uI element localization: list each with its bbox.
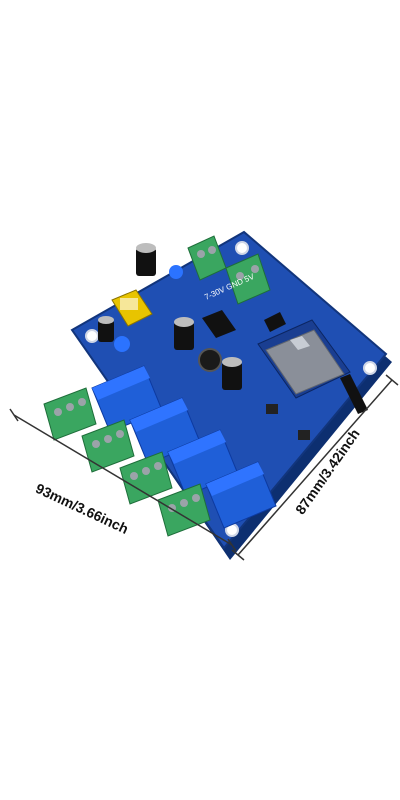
power-terminal-block [225,253,271,305]
pin-header [340,374,368,414]
transformer [111,289,153,327]
mounting-hole [235,241,249,255]
relay-terminal-block [157,483,211,537]
electrolytic-capacitor [174,317,194,350]
electrolytic-capacitor [136,243,156,276]
power-terminal-block [187,235,227,281]
width-dimension-line [9,408,237,552]
regulator-chip [202,310,236,338]
esp32-module [257,319,351,399]
blue-capacitor [114,336,130,352]
depth-dimension-line [231,374,399,561]
relay-terminal-block [43,387,97,441]
inductor [198,348,222,372]
relay-terminal-block [81,419,135,473]
relay [205,461,277,529]
blue-capacitor [169,265,183,279]
electrolytic-capacitor [98,316,114,342]
mounting-hole [363,361,377,375]
push-button [298,430,310,440]
electrolytic-capacitor [222,357,242,390]
relay-terminal-block [119,451,173,505]
mounting-hole [85,329,99,343]
pin-header [264,312,286,332]
push-button [266,404,278,414]
